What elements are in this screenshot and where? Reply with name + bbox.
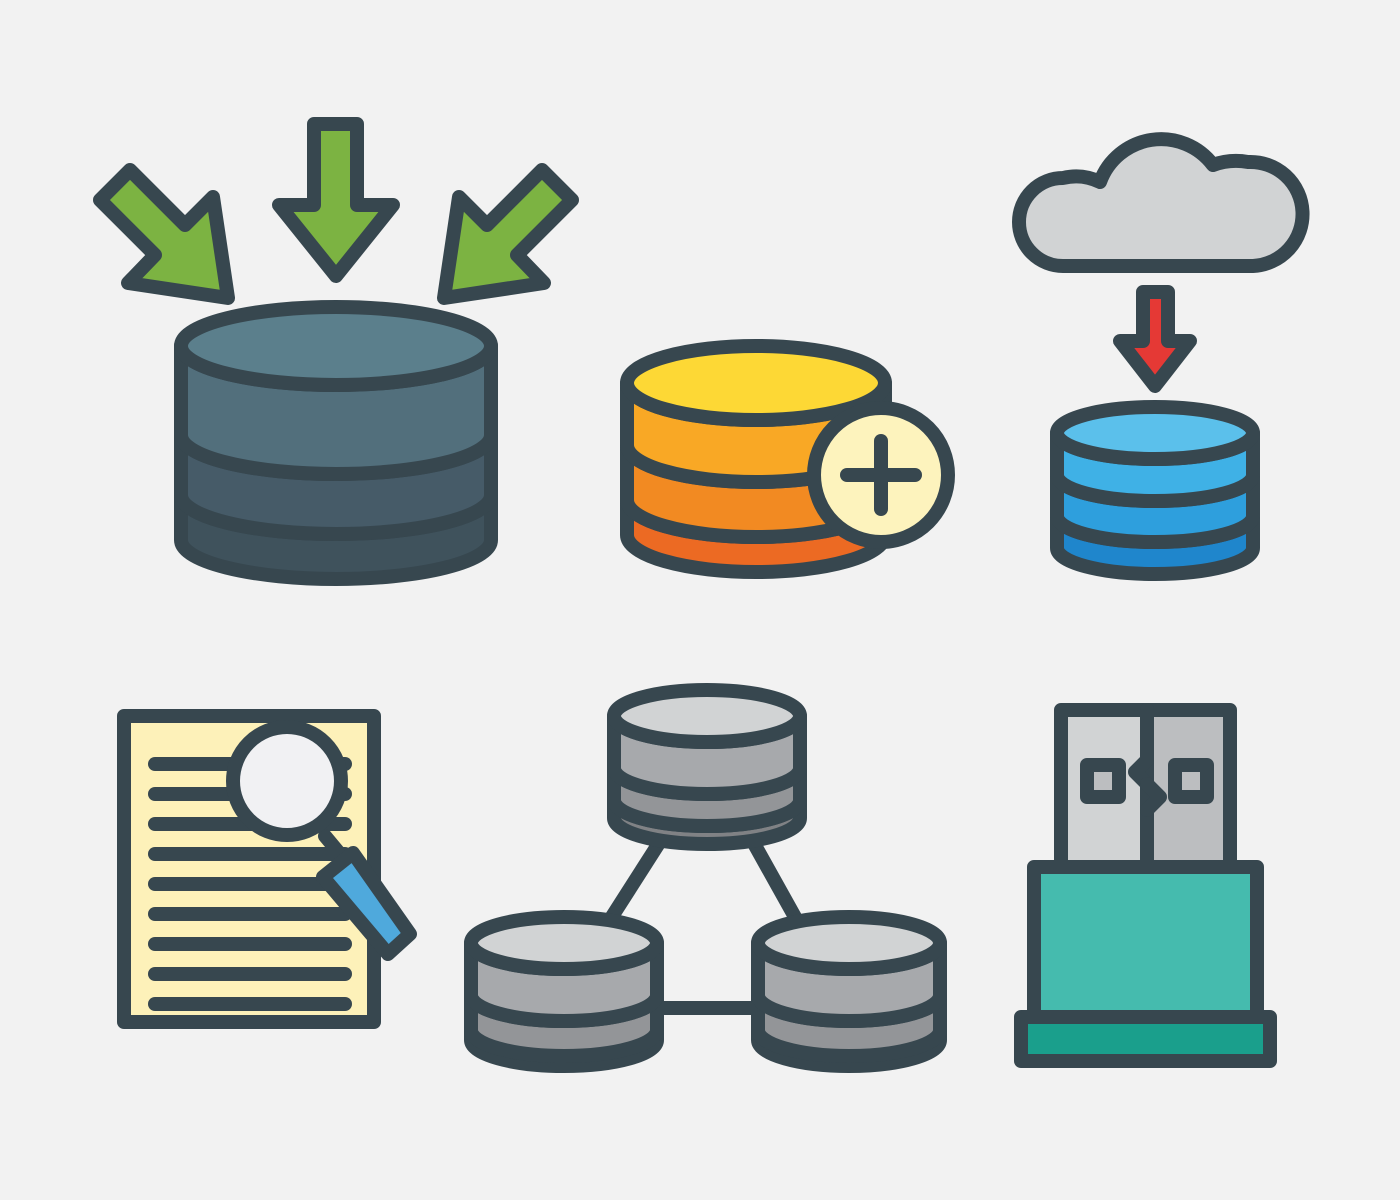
- shape: [464, 910, 664, 976]
- database-cylinder-left-icon: [464, 910, 664, 1073]
- shape: [607, 683, 807, 749]
- arrow-down-left-icon: [437, 163, 579, 305]
- cloud-download-database-icon: [1012, 132, 1310, 581]
- shape: [437, 163, 579, 305]
- arrow-down-right-icon: [93, 163, 235, 305]
- shape: [1140, 777, 1167, 817]
- shape: [272, 117, 400, 283]
- shape: [1113, 285, 1197, 393]
- shape: [226, 720, 348, 842]
- database-cylinder-icon: [174, 300, 498, 586]
- database-cylinder-top-icon: [607, 683, 807, 851]
- database-cylinder-icon: [1050, 400, 1260, 581]
- usb-drive-icon: [1014, 703, 1277, 1068]
- shape: [93, 163, 235, 305]
- magnifying-glass-icon: [226, 720, 417, 961]
- shape: [1012, 132, 1310, 273]
- shape: [1080, 758, 1126, 804]
- shape: [599, 833, 668, 933]
- arrow-down-icon: [272, 117, 400, 283]
- database-cylinder-right-icon: [751, 910, 947, 1073]
- shape: [174, 300, 498, 392]
- plus-circle-icon: [807, 401, 955, 549]
- database-add-icon: [620, 339, 955, 579]
- shape: [1027, 860, 1264, 1024]
- network-lines: [599, 833, 807, 1015]
- shape: [1168, 758, 1214, 804]
- arrow-down-icon: [1113, 285, 1197, 393]
- shape: [620, 339, 892, 427]
- document-search-icon: [117, 709, 417, 1029]
- usb-plug: [1054, 703, 1237, 877]
- shape: [1014, 1010, 1277, 1068]
- shape: [751, 910, 947, 976]
- database-network-icon: [464, 683, 947, 1073]
- shape: [745, 833, 807, 933]
- cloud-icon: [1012, 132, 1310, 273]
- shape: [1050, 400, 1260, 466]
- shape: [316, 846, 417, 961]
- usb-body: [1014, 860, 1277, 1068]
- database-import-icon: [93, 117, 579, 586]
